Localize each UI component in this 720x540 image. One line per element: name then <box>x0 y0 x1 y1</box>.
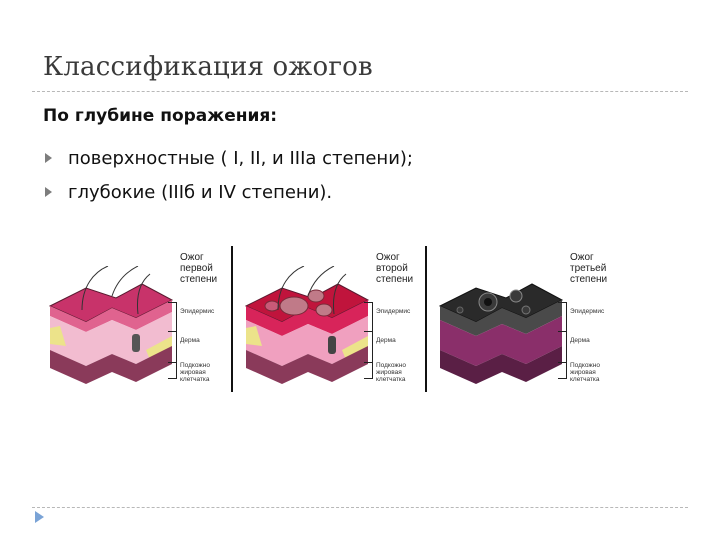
label-derma: Дерма <box>570 337 590 344</box>
footer-divider <box>32 507 688 508</box>
slide-title: Классификация ожогов <box>43 52 373 82</box>
label-fat: Подкожно <box>570 362 600 369</box>
panel-caption: Ожог второй степени <box>376 252 414 285</box>
fat-bracket <box>168 362 177 379</box>
derma-bracket <box>364 330 373 363</box>
skin-block-illustration <box>48 266 174 384</box>
panel-divider <box>425 246 427 392</box>
label-fat: Подкожно <box>180 362 210 369</box>
label-epidermis: Эпидермис <box>180 308 215 315</box>
subheading: По глубине поражения: <box>43 106 278 126</box>
label-derma: Дерма <box>376 337 396 344</box>
fat-bracket <box>558 362 567 379</box>
list-item: поверхностные ( I, II, и IIIa степени); <box>43 141 413 175</box>
epidermis-bracket <box>558 302 567 332</box>
list-item: глубокие (IIIб и IV степени). <box>43 175 413 209</box>
panel-third-degree: Ожог третьей степени Эпидермис Дерма Под… <box>430 244 620 394</box>
triangle-bullet-icon <box>45 153 52 163</box>
label-derma: Дерма <box>180 337 200 344</box>
panel-first-degree: Ожог первой степени Эпидермис Дерма Подк… <box>40 244 230 394</box>
label-fat: Подкожно <box>376 362 406 369</box>
bullet-list: поверхностные ( I, II, и IIIa степени); … <box>43 141 413 209</box>
triangle-nav-icon[interactable] <box>35 511 44 523</box>
skin-block-illustration <box>438 283 564 384</box>
fat-bracket <box>364 362 373 379</box>
panel-second-degree: Ожог второй степени Эпидермис Дерма Подк… <box>236 244 426 394</box>
label-epidermis: Эпидермис <box>570 308 605 315</box>
panel-divider <box>231 246 233 392</box>
derma-bracket <box>558 330 567 363</box>
triangle-bullet-icon <box>45 187 52 197</box>
panel-caption: Ожог третьей степени <box>570 252 608 285</box>
label-epidermis: Эпидермис <box>376 308 411 315</box>
derma-bracket <box>168 330 177 363</box>
bullet-text: глубокие (IIIб и IV степени). <box>68 181 333 203</box>
epidermis-bracket <box>168 302 177 332</box>
epidermis-bracket <box>364 302 373 332</box>
skin-block-illustration <box>244 266 370 384</box>
panel-caption: Ожог первой степени <box>180 252 218 285</box>
title-divider <box>32 91 688 92</box>
burn-degrees-figure: Ожог первой степени Эпидермис Дерма Подк… <box>40 244 620 394</box>
bullet-text: поверхностные ( I, II, и IIIa степени); <box>68 147 413 169</box>
